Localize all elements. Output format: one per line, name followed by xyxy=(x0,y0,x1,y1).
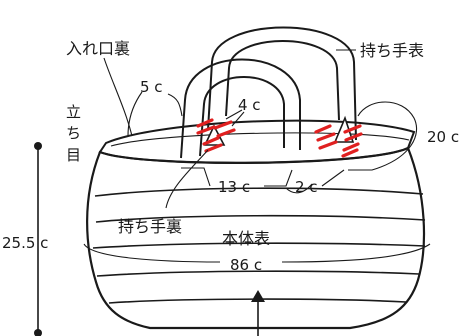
label-tachime-1: 立 xyxy=(66,103,81,121)
label-mochite-omote: 持ち手表 xyxy=(360,41,424,60)
bag-body-band xyxy=(96,270,420,277)
grain-arrow xyxy=(251,290,265,336)
front-handle-outer xyxy=(180,58,301,159)
arc-twenty-c xyxy=(348,101,418,171)
dimension-lines xyxy=(83,49,431,263)
leader-thirteen-c-2 xyxy=(264,169,293,187)
height-dimension xyxy=(34,142,42,336)
back-handle-outer xyxy=(207,26,357,141)
label-mochite-ura: 持ち手裏 xyxy=(118,217,182,236)
circumference-right xyxy=(281,243,431,263)
stitch-marks-front-handle xyxy=(196,118,236,153)
grain-arrow-head xyxy=(251,290,265,302)
leader-two-c-2 xyxy=(321,169,345,187)
circumference-left xyxy=(83,243,221,263)
front-handle-inner xyxy=(199,76,285,157)
leader-mochite-ura xyxy=(165,149,209,209)
label-tachime-2: ち xyxy=(66,124,81,142)
measure-circumference: 86 c xyxy=(230,256,262,274)
bag-body-band xyxy=(95,214,426,223)
measure-height: 25.5 c xyxy=(2,234,48,252)
label-iriguchi-ura: 入れ口裏 xyxy=(66,39,130,58)
height-dot-bottom xyxy=(34,329,42,336)
leader-five-c xyxy=(127,91,143,137)
label-hontai-omote: 本体表 xyxy=(222,229,270,248)
bag-rim-front xyxy=(99,147,409,164)
measure-four-c: 4 c xyxy=(238,96,261,114)
bag-body-band xyxy=(94,187,424,197)
label-tachime-3: 目 xyxy=(66,146,81,164)
measure-two-c: 2 c xyxy=(295,178,318,196)
stitch-marks-back-handle xyxy=(314,124,363,158)
measure-twenty-c: 20 c xyxy=(427,128,459,146)
leader-iriguchi-ura xyxy=(103,57,133,137)
measure-thirteen-c: 13 c xyxy=(218,178,250,196)
leader-four-c-2 xyxy=(231,111,245,127)
bag-body-band xyxy=(92,242,426,249)
leader-five-c-2 xyxy=(167,93,183,117)
rim-inner-line xyxy=(110,132,410,147)
height-dot-top xyxy=(34,142,42,150)
leader-four-c xyxy=(225,109,243,120)
leader-two-c xyxy=(285,183,313,194)
measure-five-c: 5 c xyxy=(140,78,163,96)
leader-thirteen-c xyxy=(181,167,211,187)
